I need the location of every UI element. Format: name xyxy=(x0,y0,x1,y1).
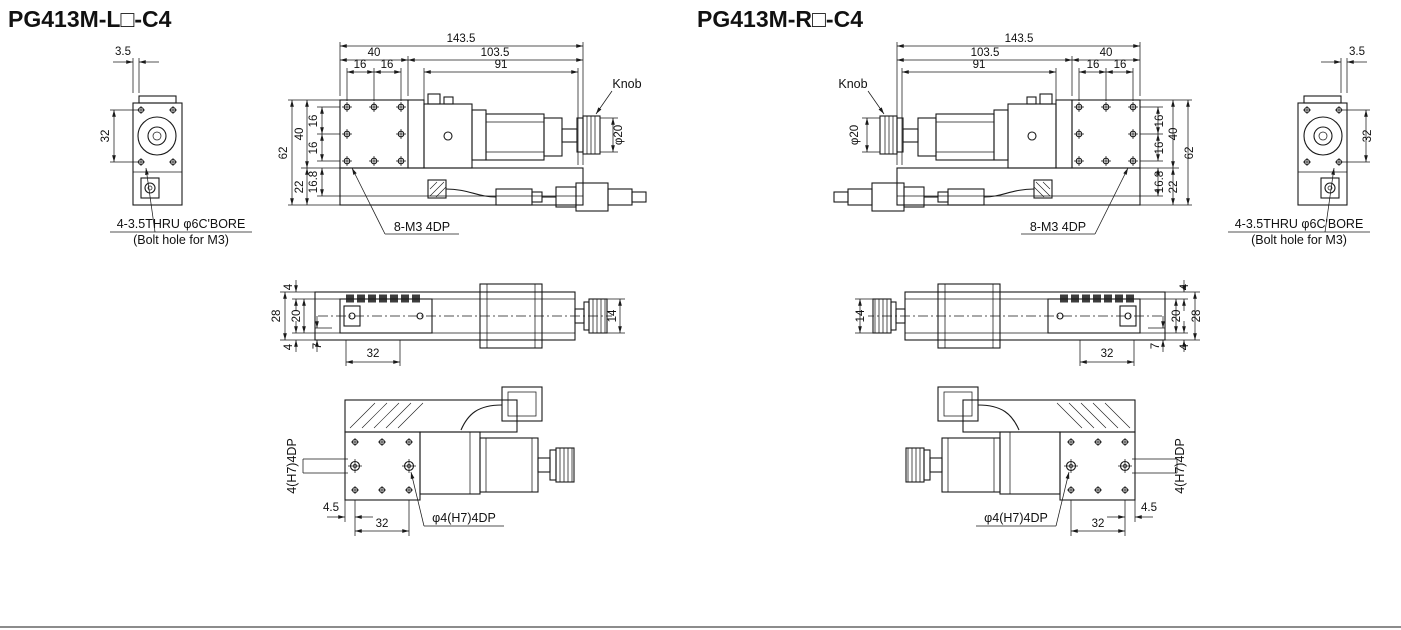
dim-hole-pitch-1-l: 16 xyxy=(354,59,367,71)
dim-body-motor-l: 103.5 xyxy=(481,47,510,59)
dim-overall-length-l: 143.5 xyxy=(447,33,476,45)
dim-hole-pitch-3-r: 16 xyxy=(1154,115,1166,128)
dim-plan-base-l: 7 xyxy=(312,343,324,349)
right-linework xyxy=(834,42,1370,536)
title-right: PG413M-R□-C4 xyxy=(697,6,863,32)
dim-end-offset-l: 3.5 xyxy=(115,46,131,58)
mount-note-label-r: (Bolt hole for M3) xyxy=(1251,233,1347,247)
dim-hole-pitch-4-l: 16 xyxy=(308,142,320,155)
dim-base-height-l: 22 xyxy=(294,181,306,194)
dim-table-height-r: 40 xyxy=(1168,128,1180,141)
left-labels: PG413M-L□-C4 143.5 40 103.5 16 16 91 62 … xyxy=(8,6,642,530)
pin-hole-label-r: φ4(H7)4DP xyxy=(984,511,1048,525)
dim-hole-pitch-2-r: 16 xyxy=(1087,59,1100,71)
dim-mount-pitch-end-l: 32 xyxy=(100,130,112,143)
left-linework xyxy=(110,42,646,536)
mount-holes-label-l: 4-3.5THRU φ6C'BORE xyxy=(117,217,246,231)
table-holes-label-r: 8-M3 4DP xyxy=(1030,220,1086,234)
dim-knob-width-l: 14 xyxy=(607,309,619,322)
dim-table-width-l: 40 xyxy=(368,47,381,59)
dim-base-body-l: 91 xyxy=(495,59,508,71)
dim-plan-edge-bot-r: 4 xyxy=(1179,343,1191,350)
dim-hole-pitch-2-l: 16 xyxy=(381,59,394,71)
dim-overall-height-l: 62 xyxy=(278,147,290,160)
dim-table-width-r: 40 xyxy=(1100,47,1113,59)
dim-table-height-l: 40 xyxy=(294,128,306,141)
pin-hole-side-label-r: 4(H7)4DP xyxy=(1173,438,1187,494)
dim-plan-edge-bot-l: 4 xyxy=(283,343,295,350)
dim-plan-height-l: 28 xyxy=(271,310,283,323)
dim-plan-edge-top-l: 4 xyxy=(283,283,295,290)
title-left: PG413M-L□-C4 xyxy=(8,6,172,32)
dim-base-step-r: 16.8 xyxy=(1154,171,1166,193)
dim-plan-edge-top-r: 4 xyxy=(1179,283,1191,290)
dim-mount-pitch-bot-l: 32 xyxy=(376,518,389,530)
dim-base-body-r: 91 xyxy=(973,59,986,71)
dim-overall-length-r: 143.5 xyxy=(1005,33,1034,45)
mount-note-label-l: (Bolt hole for M3) xyxy=(133,233,229,247)
dim-pin-offset-l: 4.5 xyxy=(323,502,339,514)
dim-plan-base-r: 7 xyxy=(1150,343,1162,349)
dim-hole-pitch-4-r: 16 xyxy=(1154,142,1166,155)
dim-base-height-r: 22 xyxy=(1168,181,1180,194)
dim-hole-pitch-1-r: 16 xyxy=(1114,59,1127,71)
dim-knob-dia-r: φ20 xyxy=(849,125,861,145)
dim-base-step-l: 16.8 xyxy=(308,171,320,193)
dim-mount-pitch-plan-r: 32 xyxy=(1101,348,1114,360)
dim-mount-pitch-bot-r: 32 xyxy=(1092,518,1105,530)
pin-hole-side-label-l: 4(H7)4DP xyxy=(285,438,299,494)
dim-mount-pitch-end-r: 32 xyxy=(1362,130,1374,143)
pin-hole-label-l: φ4(H7)4DP xyxy=(432,511,496,525)
knob-label-l: Knob xyxy=(612,77,641,91)
dim-mount-pitch-plan-l: 32 xyxy=(367,348,380,360)
dim-hole-pitch-3-l: 16 xyxy=(308,115,320,128)
dim-knob-width-r: 14 xyxy=(855,309,867,322)
right-labels: PG413M-R□-C4 143.5 40 103.5 16 16 91 62 … xyxy=(697,6,1374,530)
dim-plan-height-r: 28 xyxy=(1191,310,1203,323)
dim-end-offset-r: 3.5 xyxy=(1349,46,1365,58)
dim-knob-dia-l: φ20 xyxy=(613,125,625,145)
dim-overall-height-r: 62 xyxy=(1184,147,1196,160)
dim-plan-rail-r: 20 xyxy=(1171,310,1183,323)
knob-label-r: Knob xyxy=(838,77,867,91)
dim-body-motor-r: 103.5 xyxy=(971,47,1000,59)
dim-plan-rail-l: 20 xyxy=(291,310,303,323)
table-holes-label-l: 8-M3 4DP xyxy=(394,220,450,234)
mount-holes-label-r: 4-3.5THRU φ6C'BORE xyxy=(1235,217,1364,231)
dim-pin-offset-r: 4.5 xyxy=(1141,502,1157,514)
